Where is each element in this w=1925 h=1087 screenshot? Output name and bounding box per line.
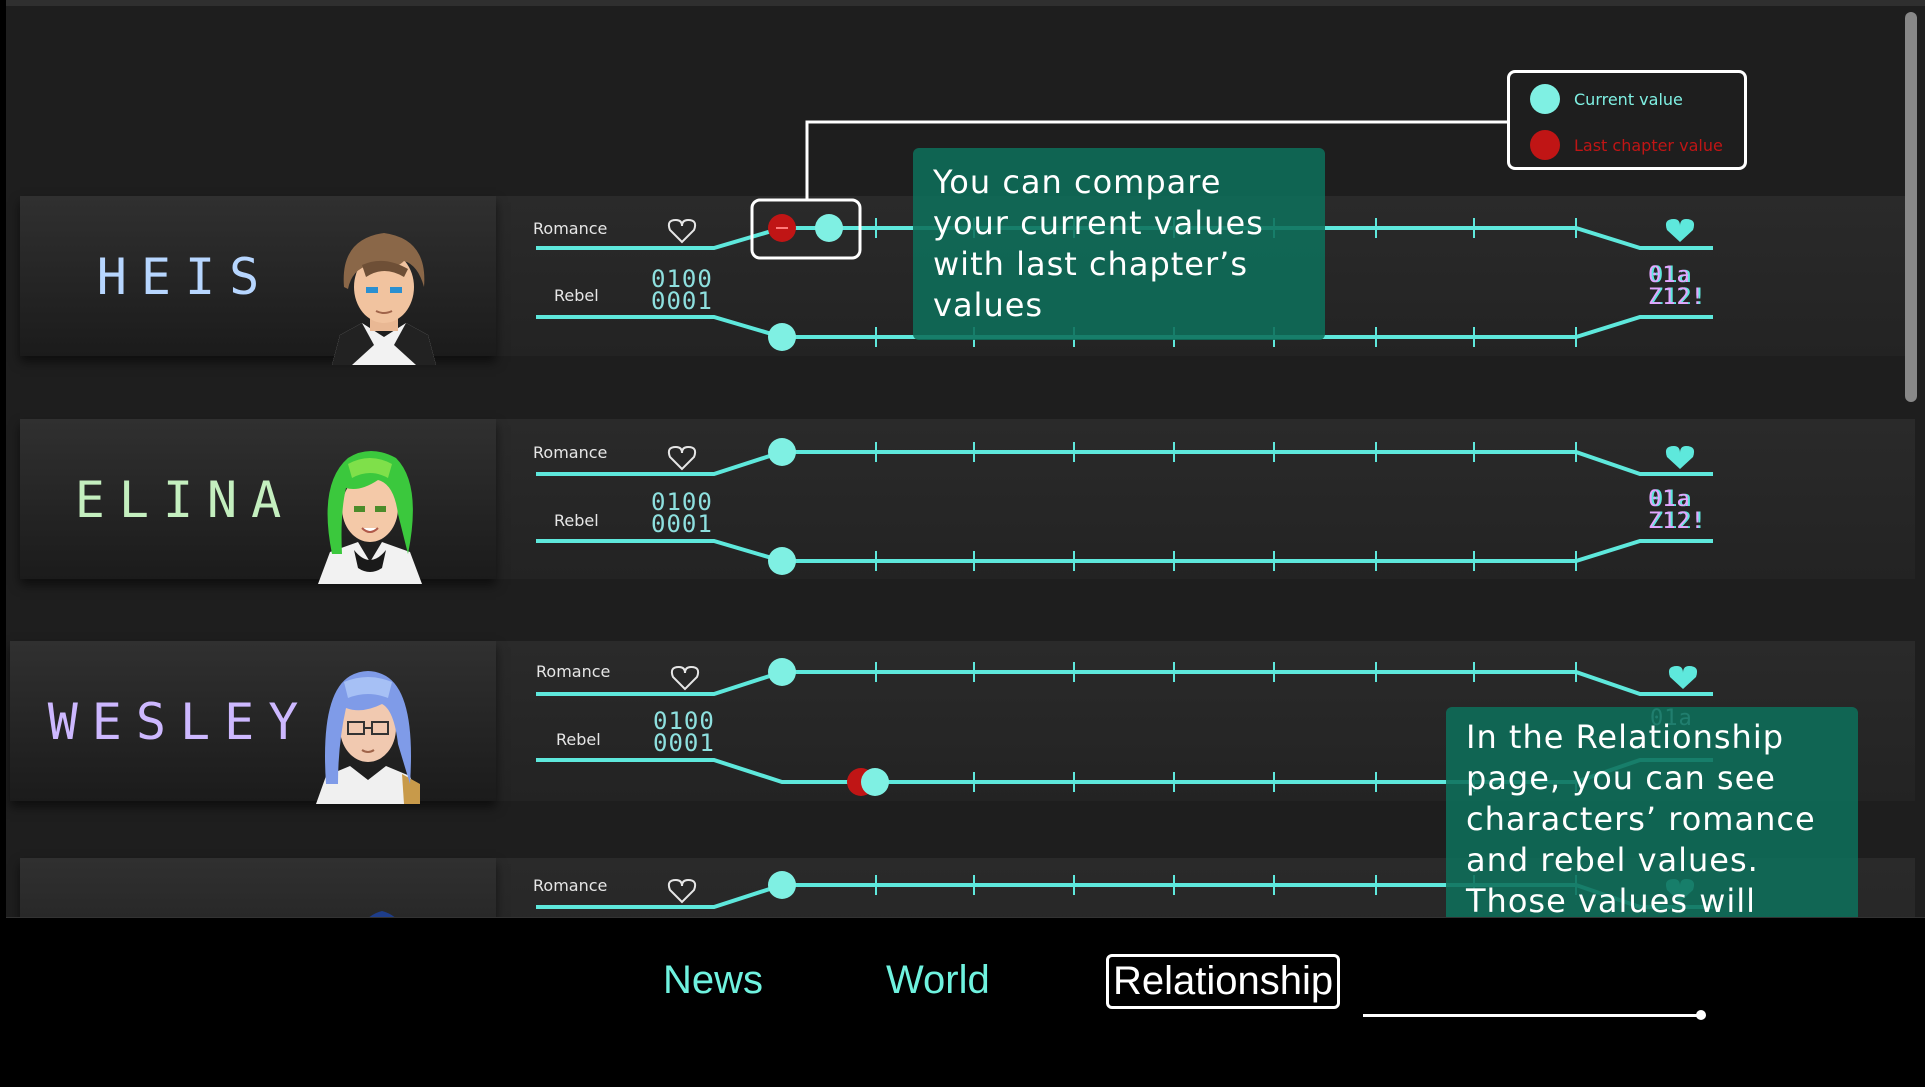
glitch-top: 01a [1648,487,1691,512]
heart-outline-icon [667,878,697,904]
romance-label: Romance [536,662,611,681]
last-value-dot-icon [1530,130,1560,160]
character-name: WESLEY [47,693,313,751]
binary-code: 0100 0001 [653,707,715,757]
current-value-dot [768,547,796,575]
binary-top: 0100 [651,265,713,293]
elina-romance-track [536,450,1713,476]
legend-last-label: Last chapter value [1574,135,1723,155]
legend-current: Current value [1530,83,1683,115]
tab-news[interactable]: News [663,958,764,1002]
compare-tooltip-text: You can compare your current values with… [933,163,1264,324]
current-value-dot [768,658,796,686]
character-name: ELINA [74,471,296,529]
tooltip-pointer-line [1363,1014,1699,1017]
glitch-bottom: Z12! [1648,509,1705,534]
current-value-dot [768,323,796,351]
heart-filled-icon [1665,219,1695,242]
current-value-dot [815,214,843,242]
rebel-label: Rebel [554,286,599,305]
tab-relationship[interactable]: Relationship [1106,954,1341,1009]
elina-rebel-track [536,539,1713,563]
name-plate-heis: HEIS [20,196,496,365]
wesley-romance-track [536,670,1713,696]
character-name: HEIS [96,248,274,306]
glitch-text: 01a Z12! [1648,265,1705,309]
glitch-text: 01a Z12! [1648,489,1705,533]
binary-bottom: 0001 [651,510,713,538]
current-value-dot [861,768,889,796]
romance-label: Romance [533,219,608,238]
scrollbar[interactable] [1905,12,1917,402]
wesley-portrait [316,671,420,804]
rebel-label: Rebel [554,511,599,530]
binary-top: 0100 [651,488,713,516]
elina-portrait [318,451,422,584]
bottom-nav: News World Relationship [6,917,1925,1087]
binary-bottom: 0001 [653,729,715,757]
heart-filled-icon [1665,446,1695,469]
character-4-portrait [369,911,395,917]
legend-connector-line [805,120,1507,200]
name-plate-4 [20,858,496,917]
romance-label: Romance [533,876,608,895]
heart-filled-icon [1668,666,1698,689]
binary-top: 0100 [653,707,715,735]
relationship-tooltip-text: In the Relationship page, you can see ch… [1466,718,1816,917]
value-legend: Current value Last chapter value [1507,70,1747,170]
legend-last: Last chapter value [1530,129,1723,161]
tooltip-pointer-dot [1696,1010,1706,1020]
heart-outline-icon [670,665,700,691]
glitch-top: 01a [1648,263,1691,288]
heis-portrait [332,233,436,365]
tab-world[interactable]: World [886,958,990,1002]
legend-current-label: Current value [1574,89,1683,109]
name-plate-wesley: WESLEY [10,641,496,804]
romance-label: Romance [533,443,608,462]
rebel-label: Rebel [556,730,601,749]
current-value-dot [768,438,796,466]
current-value-dot-icon [1530,84,1560,114]
game-screen: HEIS Romance Rebel 0100 0001 ELINA [6,0,1925,1087]
glitch-bottom: Z12! [1648,285,1705,310]
compare-tooltip: You can compare your current values with… [913,148,1325,340]
relationship-list[interactable]: HEIS Romance Rebel 0100 0001 ELINA [6,12,1925,917]
binary-code: 0100 0001 [651,265,713,315]
name-plate-elina: ELINA [20,419,496,584]
binary-code: 0100 0001 [651,488,713,538]
heart-outline-icon [667,445,697,471]
relationship-tooltip: In the Relationship page, you can see ch… [1446,707,1858,917]
current-value-dot [768,871,796,899]
binary-bottom: 0001 [651,287,713,315]
heart-outline-icon [667,218,697,244]
relationship-tracks [536,120,1713,909]
